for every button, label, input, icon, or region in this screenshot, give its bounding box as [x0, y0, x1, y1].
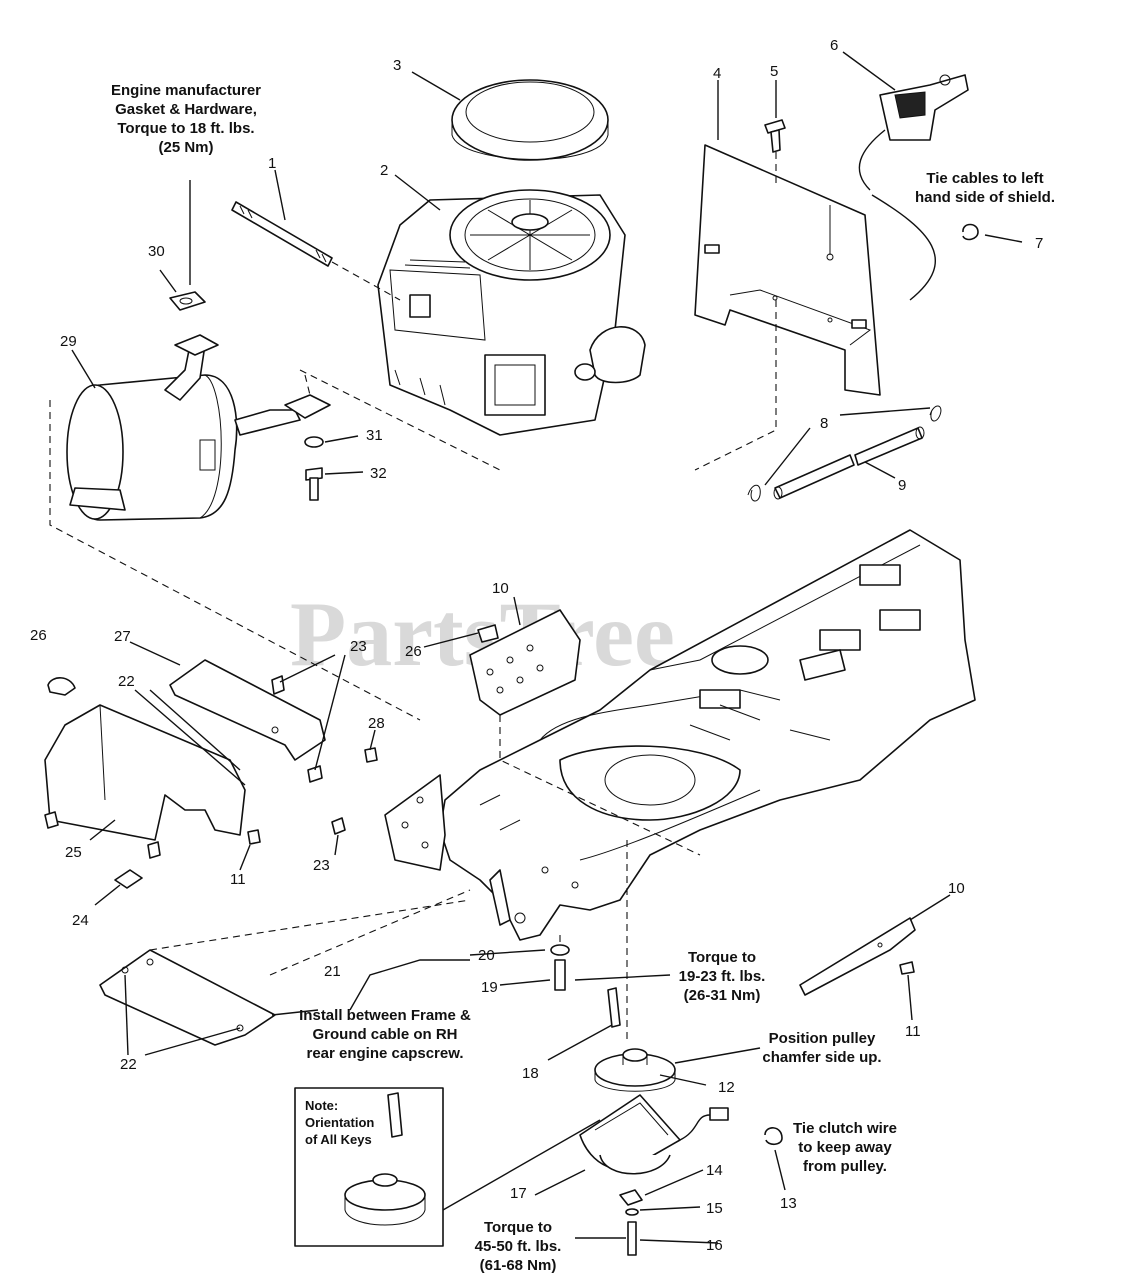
note-tie-cables: Tie cables to left hand side of shield. — [915, 170, 1055, 206]
svg-text:Tie clutch wire: Tie clutch wire — [793, 1120, 897, 1137]
hardware-bolts — [247, 747, 378, 845]
note-install-between: Install between Frame & Ground cable on … — [299, 1007, 471, 1062]
muffler-shield — [44, 677, 246, 859]
callout-16: 16 — [706, 1237, 723, 1254]
pto-clutch — [579, 1094, 729, 1175]
frame-bracket-right — [799, 917, 916, 996]
svg-text:Torque to: Torque to — [484, 1219, 552, 1236]
muffler — [49, 334, 501, 721]
callout-20: 20 — [478, 947, 495, 964]
callout-7: 7 — [1035, 235, 1043, 252]
callout-11b: 11 — [905, 1023, 921, 1040]
callout-4: 4 — [713, 65, 721, 82]
callout-22a: 22 — [118, 673, 135, 690]
shield-bolt — [764, 119, 786, 185]
note-torque-19-23: Torque to 19-23 ft. lbs. (26-31 Nm) — [679, 949, 766, 1004]
engine — [377, 189, 646, 436]
throttle-control — [858, 74, 969, 301]
cable-tie — [962, 223, 979, 241]
svg-text:to keep away: to keep away — [798, 1139, 892, 1156]
fuel-line — [747, 405, 942, 502]
callout-31: 31 — [366, 427, 383, 444]
svg-text:hand side of shield.: hand side of shield. — [915, 189, 1055, 206]
callout-29: 29 — [60, 333, 77, 350]
leader-lines — [71, 51, 1023, 1244]
svg-text:Position pulley: Position pulley — [769, 1030, 876, 1047]
svg-text:(25 Nm): (25 Nm) — [158, 139, 213, 156]
callout-25: 25 — [65, 844, 82, 861]
clutch-hardware — [619, 1189, 643, 1256]
callout-15: 15 — [706, 1200, 723, 1217]
pulley-capscrew — [550, 935, 570, 991]
callout-10b: 10 — [948, 880, 965, 897]
callout-32: 32 — [370, 465, 387, 482]
note-position-pulley: Position pulley chamfer side up. — [762, 1030, 881, 1066]
exhaust-gasket — [169, 180, 206, 311]
svg-text:(26-31 Nm): (26-31 Nm) — [684, 987, 761, 1004]
callout-8: 8 — [820, 415, 828, 432]
engine-stud — [231, 201, 401, 301]
callout-22b: 22 — [120, 1056, 137, 1073]
air-cleaner-ring — [451, 79, 609, 161]
callout-9: 9 — [898, 477, 906, 494]
bottom-plate — [99, 889, 471, 1046]
svg-text:Install between Frame &: Install between Frame & — [299, 1007, 471, 1024]
svg-text:Gasket & Hardware,: Gasket & Hardware, — [115, 101, 257, 118]
svg-text:chamfer side up.: chamfer side up. — [762, 1049, 881, 1066]
clutch-wire-tie — [764, 1127, 783, 1146]
svg-text:rear engine capscrew.: rear engine capscrew. — [306, 1045, 463, 1062]
callout-12: 12 — [718, 1079, 735, 1096]
callout-6: 6 — [830, 37, 838, 54]
svg-text:of All Keys: of All Keys — [305, 1132, 372, 1147]
callout-11a: 11 — [230, 871, 246, 888]
callout-13: 13 — [780, 1195, 797, 1212]
callout-2: 2 — [380, 162, 388, 179]
callout-1: 1 — [268, 155, 276, 172]
heat-shield — [169, 659, 326, 783]
callout-10: 10 — [492, 580, 509, 597]
svg-text:Torque to 18 ft. lbs.: Torque to 18 ft. lbs. — [117, 120, 254, 137]
svg-text:from pulley.: from pulley. — [803, 1158, 887, 1175]
callout-30: 30 — [148, 243, 165, 260]
clip — [114, 869, 143, 889]
callout-21: 21 — [324, 963, 341, 980]
note-key-orientation: Note: Orientation of All Keys — [305, 1098, 374, 1147]
callout-26a: 26 — [405, 643, 422, 660]
callout-27: 27 — [114, 628, 131, 645]
key-orientation-inset — [294, 1087, 444, 1247]
svg-text:Tie cables to left: Tie cables to left — [926, 170, 1043, 187]
note-torque-45-50: Torque to 45-50 ft. lbs. (61-68 Nm) — [475, 1219, 562, 1274]
pulley — [594, 1048, 676, 1092]
exhaust-hardware — [304, 436, 324, 501]
svg-text:Orientation: Orientation — [305, 1115, 374, 1130]
dash-shield — [694, 144, 881, 471]
svg-text:Torque to: Torque to — [688, 949, 756, 966]
callout-3: 3 — [393, 57, 401, 74]
callout-28: 28 — [368, 715, 385, 732]
tractor-frame — [384, 529, 976, 941]
callout-24: 24 — [72, 912, 89, 929]
pulley-key — [607, 840, 628, 1040]
callout-numbers: 1 2 3 4 5 6 7 8 9 10 26 27 22 23 28 25 1… — [30, 37, 1043, 1254]
callout-26b: 26 — [30, 627, 47, 644]
note-engine-gasket: Engine manufacturer Gasket & Hardware, T… — [111, 82, 261, 156]
callout-14: 14 — [706, 1162, 723, 1179]
callout-23b: 23 — [313, 857, 330, 874]
svg-text:Engine manufacturer: Engine manufacturer — [111, 82, 261, 99]
svg-text:Note:: Note: — [305, 1098, 338, 1113]
svg-text:19-23 ft. lbs.: 19-23 ft. lbs. — [679, 968, 766, 985]
svg-text:45-50 ft. lbs.: 45-50 ft. lbs. — [475, 1238, 562, 1255]
callout-18: 18 — [522, 1065, 539, 1082]
callout-23a: 23 — [350, 638, 367, 655]
note-tie-clutch: Tie clutch wire to keep away from pulley… — [793, 1120, 897, 1175]
svg-text:(61-68 Nm): (61-68 Nm) — [480, 1257, 557, 1274]
callout-17: 17 — [510, 1185, 527, 1202]
callout-5: 5 — [770, 63, 778, 80]
svg-text:Ground cable on RH: Ground cable on RH — [312, 1026, 457, 1043]
frame-bracket-upper — [469, 609, 701, 856]
callout-19: 19 — [481, 979, 498, 996]
